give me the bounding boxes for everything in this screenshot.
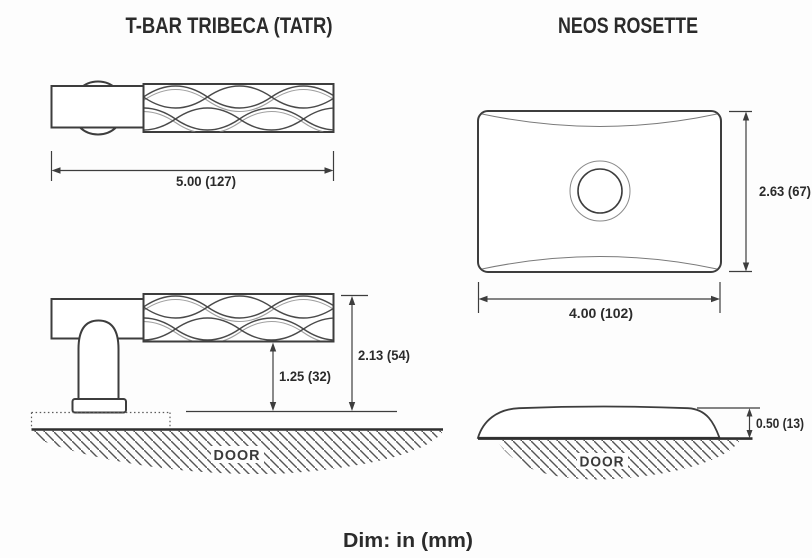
dim-label-rosette-height: 2.63 (67) [759,183,811,199]
dim-label-grip-clearance: 1.25 (32) [279,368,331,384]
door-label-backing [211,446,264,463]
rosette-front-view [477,110,722,273]
rosette-title: NEOS ROSETTE [558,13,698,38]
spindle-boss-outer [569,160,631,222]
rosette-plate [477,110,722,273]
dim-label-rosette-width: 4.00 (102) [569,305,633,321]
lever-title: T-BAR TRIBECA (TATR) [126,13,333,38]
rosette-profile [476,405,721,439]
dimension-grip-clearance: 1.25 (32) [269,342,331,411]
dim-label-projection: 2.13 (54) [358,347,410,363]
lever-base [71,398,127,414]
units-note: Dim: in (mm) [343,530,473,552]
spindle-hole [577,168,623,214]
dimension-projection: 2.13 (54) [341,294,410,411]
dimension-rosette-thickness: 0.50 (13) [697,407,804,439]
rosette-side-view: DOOR [476,405,753,480]
dimension-overall-length: 5.00 (127) [50,151,335,189]
dim-label-overall-length: 5.00 (127) [176,173,236,189]
door-label: DOOR [214,448,261,464]
dimension-rosette-width: 4.00 (102) [477,282,721,321]
dimension-rosette-height: 2.63 (67) [729,110,811,273]
rosette-bottom-contour [481,256,718,270]
door-label-backing [577,453,628,469]
lever-stem [77,319,120,401]
rosette-top-contour [481,113,718,127]
dim-label-rosette-thickness: 0.50 (13) [756,415,804,431]
lever-side-view: DOOR [30,293,443,474]
door-label: DOOR [580,455,625,471]
lever-top-view [50,80,335,136]
lever-neck [50,85,145,129]
